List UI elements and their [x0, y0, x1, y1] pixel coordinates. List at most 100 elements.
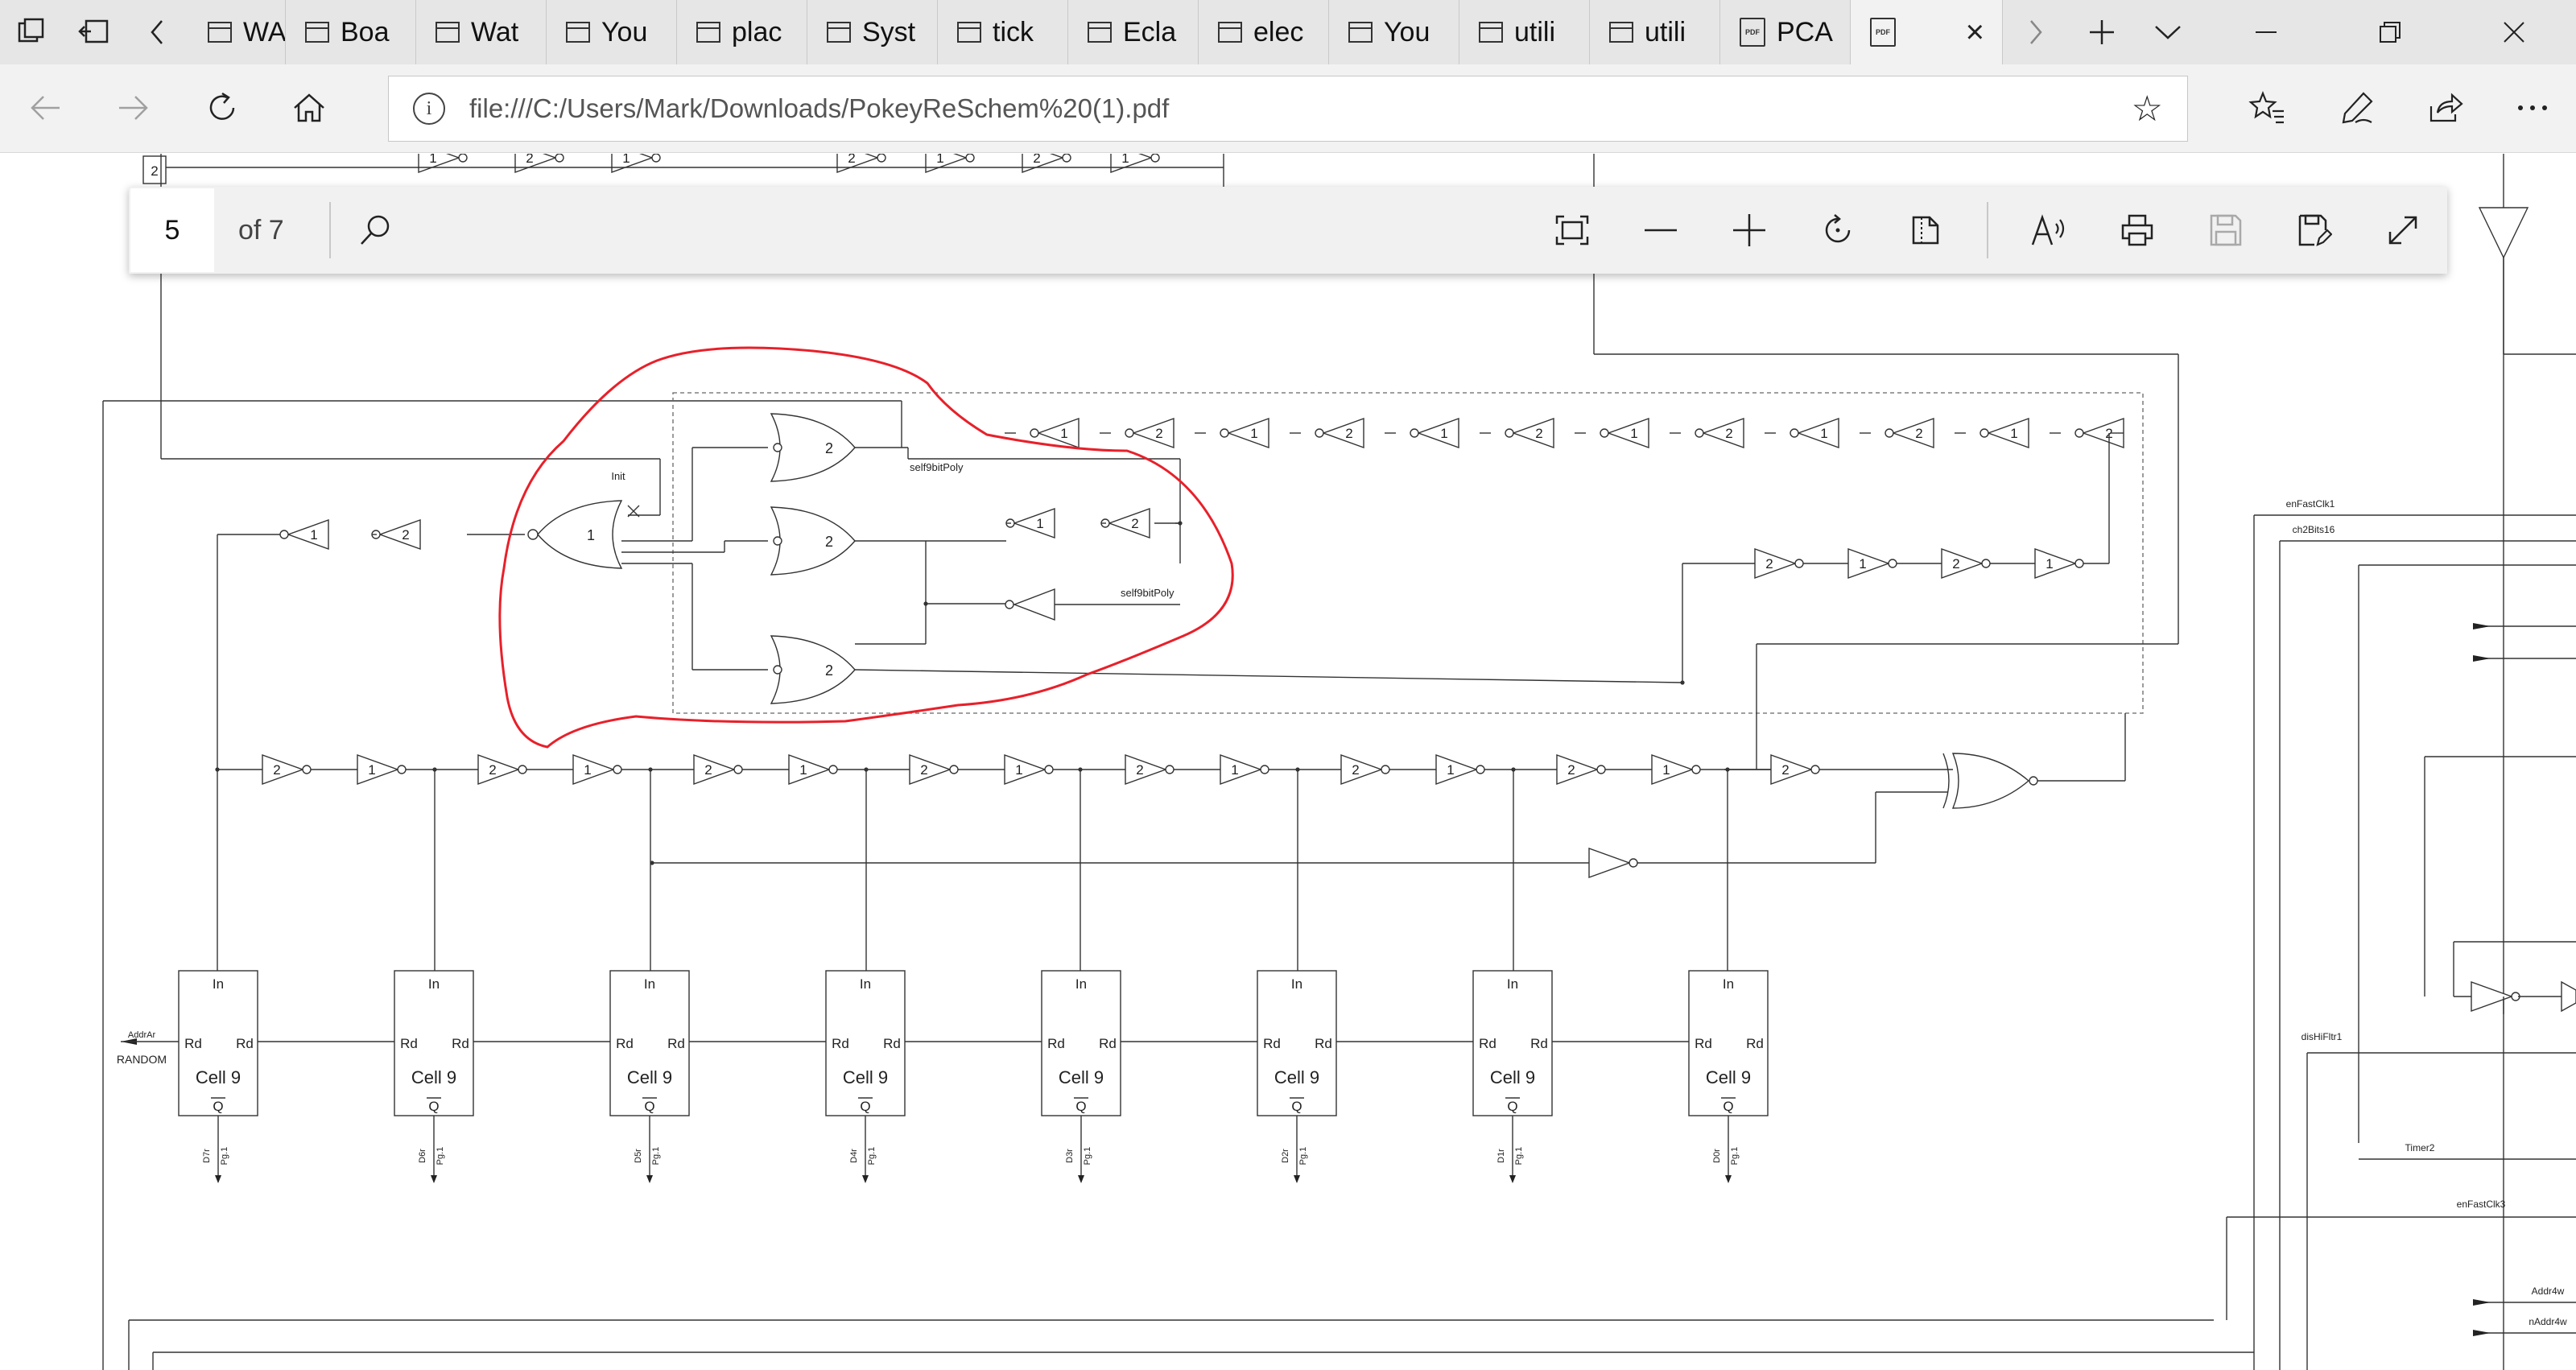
info-icon[interactable]: i — [413, 93, 445, 125]
forward-icon[interactable] — [108, 82, 159, 134]
address-bar[interactable]: i file:///C:/Users/Mark/Downloads/PokeyR… — [388, 76, 2188, 142]
tab-scroll-left-icon[interactable] — [126, 0, 188, 64]
inverter-label: 2 — [151, 163, 158, 179]
notes-pen-icon[interactable] — [2331, 82, 2383, 134]
new-tab-icon[interactable] — [2069, 0, 2135, 64]
inverter-bubble — [1260, 765, 1269, 774]
page-icon — [1088, 22, 1112, 43]
close-tab-icon[interactable]: × — [1965, 14, 1984, 50]
toolbar-divider — [328, 202, 331, 258]
restore-icon[interactable] — [2328, 0, 2452, 64]
favorites-list-icon[interactable] — [2241, 82, 2293, 134]
inverter-label: 2 — [1952, 556, 1959, 572]
tab[interactable]: elec — [1198, 0, 1328, 64]
inverter — [1754, 548, 1798, 579]
tab[interactable]: Wat — [415, 0, 546, 64]
inverter-bubble — [1790, 428, 1799, 438]
tab[interactable]: utili — [1459, 0, 1589, 64]
input-bubble — [773, 665, 782, 675]
inverter-label: 1 — [429, 154, 436, 166]
gate-label: 2 — [825, 662, 833, 679]
inverter-label: 2 — [1136, 762, 1143, 778]
inverter — [836, 154, 880, 173]
arrow-marker — [646, 1175, 653, 1183]
inverter-bubble — [1476, 765, 1485, 774]
inverter — [1435, 754, 1479, 785]
fit-page-icon[interactable] — [1528, 187, 1616, 274]
zoom-in-icon[interactable] — [1705, 187, 1794, 274]
tab[interactable]: tick — [937, 0, 1067, 64]
inverter-label: 2 — [1131, 516, 1138, 531]
page-icon — [827, 22, 851, 43]
junction-dot — [1725, 767, 1730, 772]
cell-output-label: Pg.1 — [1514, 1147, 1524, 1166]
favorite-star-icon[interactable]: ☆ — [2131, 89, 2163, 129]
inverter-label: 1 — [2010, 426, 2017, 441]
cell9-block — [1688, 970, 1769, 1116]
tab-scroll-right-icon[interactable] — [2003, 0, 2069, 64]
pdf-document-view[interactable]: 212121211212121212122121222self9bitPolys… — [0, 154, 2576, 1370]
inverter-bubble — [397, 765, 407, 774]
rotate-icon[interactable] — [1794, 187, 1882, 274]
cell-rd-label: Rd — [400, 1036, 418, 1051]
pdf-icon: PDF — [1870, 18, 1896, 47]
cell-rd-label: Rd — [667, 1036, 685, 1051]
tab[interactable]: WA — [188, 0, 285, 64]
print-icon[interactable] — [2093, 187, 2182, 274]
inverter — [909, 754, 952, 785]
tab[interactable]: utili — [1589, 0, 1719, 64]
home-icon[interactable] — [283, 82, 335, 134]
inverter — [514, 154, 558, 173]
inverter-bubble — [1981, 559, 1991, 568]
share-icon[interactable] — [2420, 82, 2471, 134]
tab-active-pdf[interactable]: PDF × — [1850, 0, 2003, 64]
minimize-icon[interactable] — [2204, 0, 2328, 64]
cell-in-label: In — [1291, 976, 1302, 992]
cell-q-label: Q — [860, 1099, 870, 1114]
close-window-icon[interactable] — [2452, 0, 2576, 64]
url-text[interactable]: file:///C:/Users/Mark/Downloads/PokeyReS… — [469, 93, 1170, 123]
save-icon[interactable] — [2182, 187, 2270, 274]
buffer — [2561, 980, 2576, 1013]
search-icon[interactable] — [331, 187, 419, 274]
tab[interactable]: You — [546, 0, 676, 64]
input-bubble — [773, 536, 782, 546]
inverter-bubble — [1505, 428, 1514, 438]
more-menu-icon[interactable] — [2507, 82, 2558, 134]
inverter-bubble — [1030, 428, 1039, 438]
inverter — [2471, 981, 2514, 1012]
inverter-label: 2 — [1781, 762, 1789, 778]
zoom-out-icon[interactable] — [1616, 187, 1705, 274]
cell-rd-label: Rd — [1530, 1036, 1548, 1051]
save-as-icon[interactable] — [2270, 187, 2359, 274]
fullscreen-icon[interactable] — [2359, 187, 2447, 274]
cell-name-label: Cell 9 — [1706, 1067, 1751, 1087]
tab-actions-icon[interactable] — [0, 0, 63, 64]
tab[interactable]: You — [1328, 0, 1459, 64]
tab[interactable]: Ecla — [1067, 0, 1198, 64]
refresh-icon[interactable] — [196, 82, 248, 134]
inverter-label: 2 — [1725, 426, 1732, 441]
page-icon — [1609, 22, 1633, 43]
cell-output-label: D4r — [849, 1149, 859, 1163]
tab[interactable]: Syst — [807, 0, 937, 64]
inverter-label: 1 — [1859, 556, 1866, 572]
tab-label: Syst — [862, 16, 916, 47]
tab-label: elec — [1253, 16, 1304, 47]
page-icon — [1479, 22, 1503, 43]
back-icon[interactable] — [19, 82, 71, 134]
page-number-input[interactable]: 5 — [130, 188, 214, 272]
tab[interactable]: Boa — [285, 0, 415, 64]
inverter — [1588, 848, 1632, 878]
tab[interactable]: plac — [676, 0, 807, 64]
inverter — [1125, 754, 1168, 785]
cell-output-label: Pg.1 — [436, 1147, 445, 1166]
inverter — [1701, 418, 1744, 448]
read-aloud-icon[interactable] — [2004, 187, 2093, 274]
tab-preview-chevron-icon[interactable] — [2135, 0, 2201, 64]
cell-in-label: In — [428, 976, 440, 992]
set-aside-tabs-icon[interactable] — [63, 0, 126, 64]
dashed-boundary — [672, 392, 2144, 714]
page-view-icon[interactable] — [1882, 187, 1971, 274]
